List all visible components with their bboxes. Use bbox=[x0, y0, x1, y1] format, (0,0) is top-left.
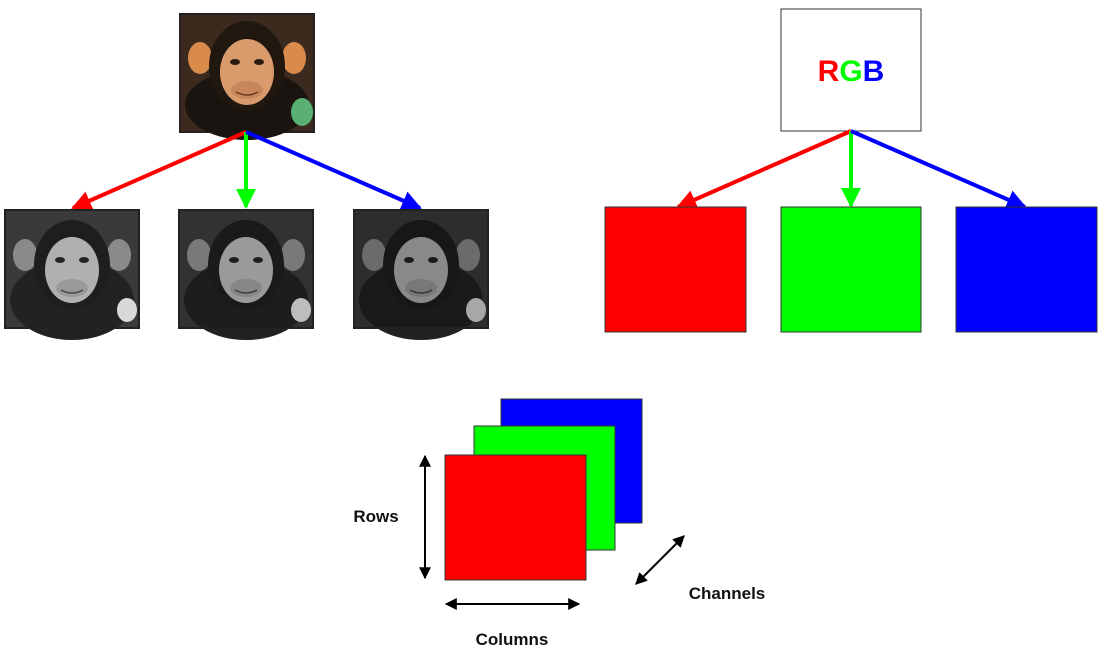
red-channel-square bbox=[604, 206, 747, 333]
arrow-blue-to-blue-square bbox=[850, 129, 1027, 209]
columns-label: Columns bbox=[476, 630, 549, 649]
blue-channel-image bbox=[353, 209, 489, 341]
rgb-letter-b: B bbox=[863, 55, 885, 88]
rgb-letter-r: R bbox=[818, 55, 840, 88]
blue-channel-square bbox=[955, 206, 1098, 333]
green-channel-square bbox=[780, 206, 922, 333]
arrow-red-to-red-square bbox=[676, 129, 852, 209]
green-channel-image bbox=[178, 209, 314, 341]
rgb-box bbox=[780, 8, 922, 132]
channels-arrow bbox=[635, 535, 685, 585]
chimp-photo bbox=[179, 13, 315, 140]
rgb-title: RGB bbox=[818, 55, 885, 88]
red-channel-image bbox=[4, 209, 140, 341]
rows-label: Rows bbox=[353, 507, 398, 526]
arrow-red-to-red-channel-image bbox=[71, 130, 247, 210]
rgb-letter-g: G bbox=[839, 55, 862, 88]
stack-red-plane bbox=[444, 454, 587, 581]
channels-label: Channels bbox=[689, 584, 766, 603]
arrow-blue-to-blue-channel-image bbox=[245, 130, 422, 210]
